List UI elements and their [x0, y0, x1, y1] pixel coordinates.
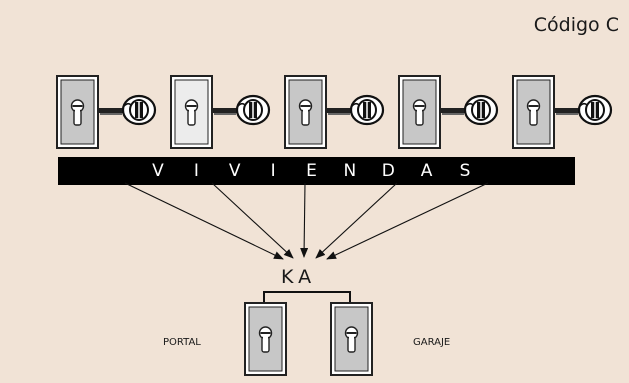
code-label: Código C — [533, 14, 619, 36]
key-icon — [98, 94, 157, 126]
door-lock-cylinder-icon — [512, 75, 613, 149]
band-letter: N — [343, 161, 357, 181]
band-letter: I — [270, 161, 276, 181]
arrow-icon — [326, 182, 489, 260]
portal-lock — [244, 302, 288, 381]
band-letter: A — [420, 161, 433, 181]
key-icon — [440, 94, 499, 126]
door-lock-cylinder-icon — [56, 75, 157, 149]
key-icon — [554, 94, 613, 126]
door-lock-cylinder-icon — [170, 75, 271, 149]
arrow-icon — [211, 182, 294, 259]
garage-lock — [330, 302, 374, 381]
key-icon — [212, 94, 271, 126]
arrow-icon — [124, 182, 284, 260]
door-lock-cylinder-icon — [398, 75, 499, 149]
band-letter: D — [381, 161, 395, 181]
apartment-lock-unit — [56, 75, 157, 155]
band-letter: V — [152, 161, 164, 181]
garage-label: GARAJE — [413, 337, 451, 348]
band-letter: E — [306, 161, 317, 181]
apartment-lock-unit — [284, 75, 385, 155]
apartment-lock-unit — [512, 75, 613, 155]
arrow-icon — [300, 182, 309, 258]
band-letter: S — [459, 161, 471, 181]
master-key-bracket — [263, 291, 351, 308]
band-letter: V — [228, 161, 241, 181]
door-lock-cylinder-icon — [244, 302, 287, 376]
apartment-lock-unit — [398, 75, 499, 155]
band-letter: I — [193, 161, 199, 181]
arrow-icon — [315, 182, 398, 259]
door-lock-cylinder-icon — [330, 302, 373, 376]
apartment-lock-unit — [170, 75, 271, 155]
door-lock-cylinder-icon — [284, 75, 385, 149]
master-key-label: KA — [281, 266, 317, 288]
portal-label: PORTAL — [163, 337, 201, 348]
key-icon — [326, 94, 385, 126]
